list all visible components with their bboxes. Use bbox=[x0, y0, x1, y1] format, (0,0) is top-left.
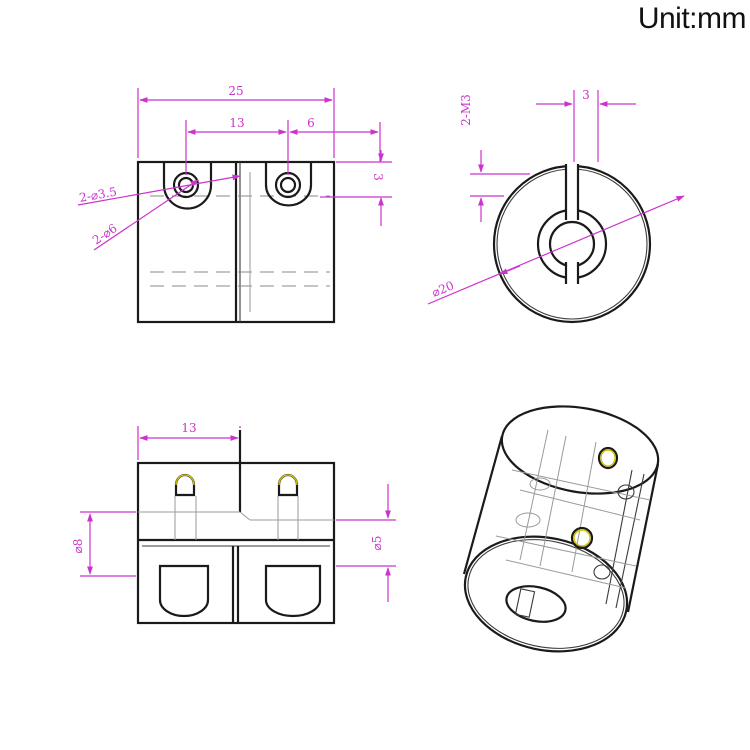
dimension-edge-offset: 6 bbox=[307, 116, 315, 130]
leader-line-counterbore bbox=[77, 174, 241, 206]
bottom-view-screw-head-left-highlight bbox=[175, 474, 195, 486]
dimension-slot-width: 3 bbox=[582, 88, 590, 102]
dimension-line-outer-dia bbox=[427, 195, 685, 305]
iso-hidden-line bbox=[511, 469, 651, 501]
iso-internal-bore bbox=[529, 477, 551, 491]
iso-screw-hole-top bbox=[597, 446, 619, 470]
bottom-view-screw-head-right-highlight bbox=[278, 474, 298, 486]
iso-bottom-face bbox=[463, 535, 629, 653]
iso-thread-boss bbox=[593, 564, 611, 580]
iso-bore-slot bbox=[514, 588, 536, 618]
iso-slot-line bbox=[615, 473, 645, 609]
iso-slot-line bbox=[605, 469, 633, 605]
dimension-bore-right: ⌀5 bbox=[370, 536, 384, 551]
iso-bore-opening bbox=[505, 585, 567, 623]
end-view: 3 2-M3 ⌀20 bbox=[427, 88, 685, 324]
callout-counterbore: 2-⌀3.5 bbox=[78, 185, 118, 205]
end-view-slot-fill bbox=[566, 262, 578, 284]
iso-hidden-line bbox=[505, 559, 627, 589]
callout-set-screw: 2-M3 bbox=[459, 94, 473, 126]
iso-hidden-line bbox=[519, 429, 549, 561]
end-view-inner-bore bbox=[548, 220, 596, 268]
front-view: 25 13 6 3 2-⌀3.5 2-⌀6 bbox=[77, 84, 392, 324]
iso-screw-hole-bottom-highlight bbox=[573, 529, 591, 547]
iso-cylinder-left-edge bbox=[462, 435, 504, 575]
end-view-slot-fill bbox=[566, 164, 578, 220]
front-view-left-counterbore bbox=[162, 162, 213, 210]
front-view-right-hole-inner bbox=[279, 176, 297, 194]
front-view-right-hole-outer bbox=[274, 171, 302, 199]
dimension-hole-spacing: 13 bbox=[229, 116, 244, 130]
iso-hidden-line bbox=[539, 435, 567, 567]
isometric-view bbox=[462, 405, 660, 653]
bottom-view-bore-line bbox=[239, 511, 251, 521]
callout-head-dia: 2-⌀6 bbox=[90, 221, 120, 247]
bottom-view-nut-pocket-left bbox=[158, 564, 210, 618]
iso-hidden-line bbox=[519, 489, 641, 521]
iso-hidden-line bbox=[571, 441, 597, 573]
dimension-bore-left: ⌀8 bbox=[71, 539, 85, 554]
bottom-view: 13 ⌀8 ⌀5 bbox=[71, 421, 396, 625]
front-view-right-counterbore bbox=[264, 162, 313, 207]
iso-bottom-face-inner bbox=[467, 539, 625, 649]
bottom-view-body bbox=[136, 461, 336, 625]
dimension-overall-width: 25 bbox=[228, 84, 243, 98]
unit-label: Unit:mm bbox=[637, 2, 747, 35]
dimension-hole-height: 3 bbox=[371, 173, 385, 181]
iso-screw-hole-bottom bbox=[570, 526, 594, 550]
iso-cylinder-right-edge bbox=[626, 463, 660, 613]
dimension-bottom-spacing: 13 bbox=[181, 421, 196, 435]
leader-line-head-dia bbox=[93, 179, 199, 251]
bottom-view-nut-pocket-right bbox=[264, 564, 322, 618]
iso-top-face bbox=[500, 405, 660, 495]
dimension-line-outer-dia bbox=[499, 265, 521, 275]
iso-hidden-line bbox=[495, 535, 637, 567]
iso-thread-boss bbox=[617, 484, 635, 500]
iso-screw-hole-top-highlight bbox=[600, 449, 616, 467]
callout-outer-dia: ⌀20 bbox=[430, 278, 456, 299]
iso-internal-bore bbox=[515, 512, 541, 528]
